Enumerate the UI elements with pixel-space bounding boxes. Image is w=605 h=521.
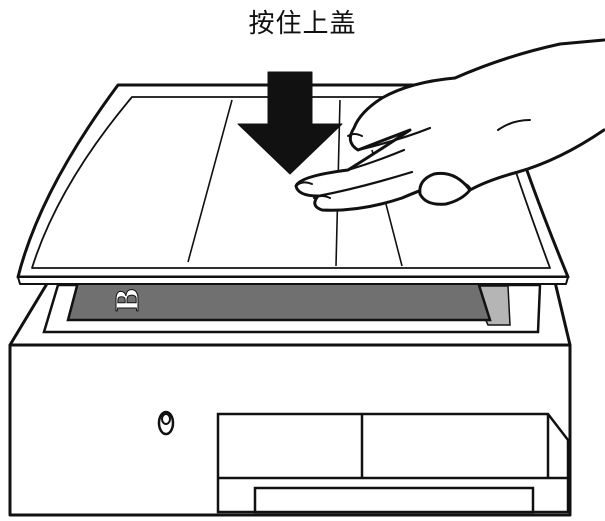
down-arrow-icon (237, 71, 343, 175)
lid-fold-line-1 (187, 99, 233, 263)
hand-icon (294, 38, 605, 212)
lid-bottom-edge (17, 276, 569, 285)
book-letter: B (109, 289, 146, 312)
paper-tray (216, 412, 570, 514)
tray-slot (253, 486, 535, 514)
power-button-icon (157, 410, 175, 436)
instruction-caption: 按住上盖 (248, 9, 357, 39)
